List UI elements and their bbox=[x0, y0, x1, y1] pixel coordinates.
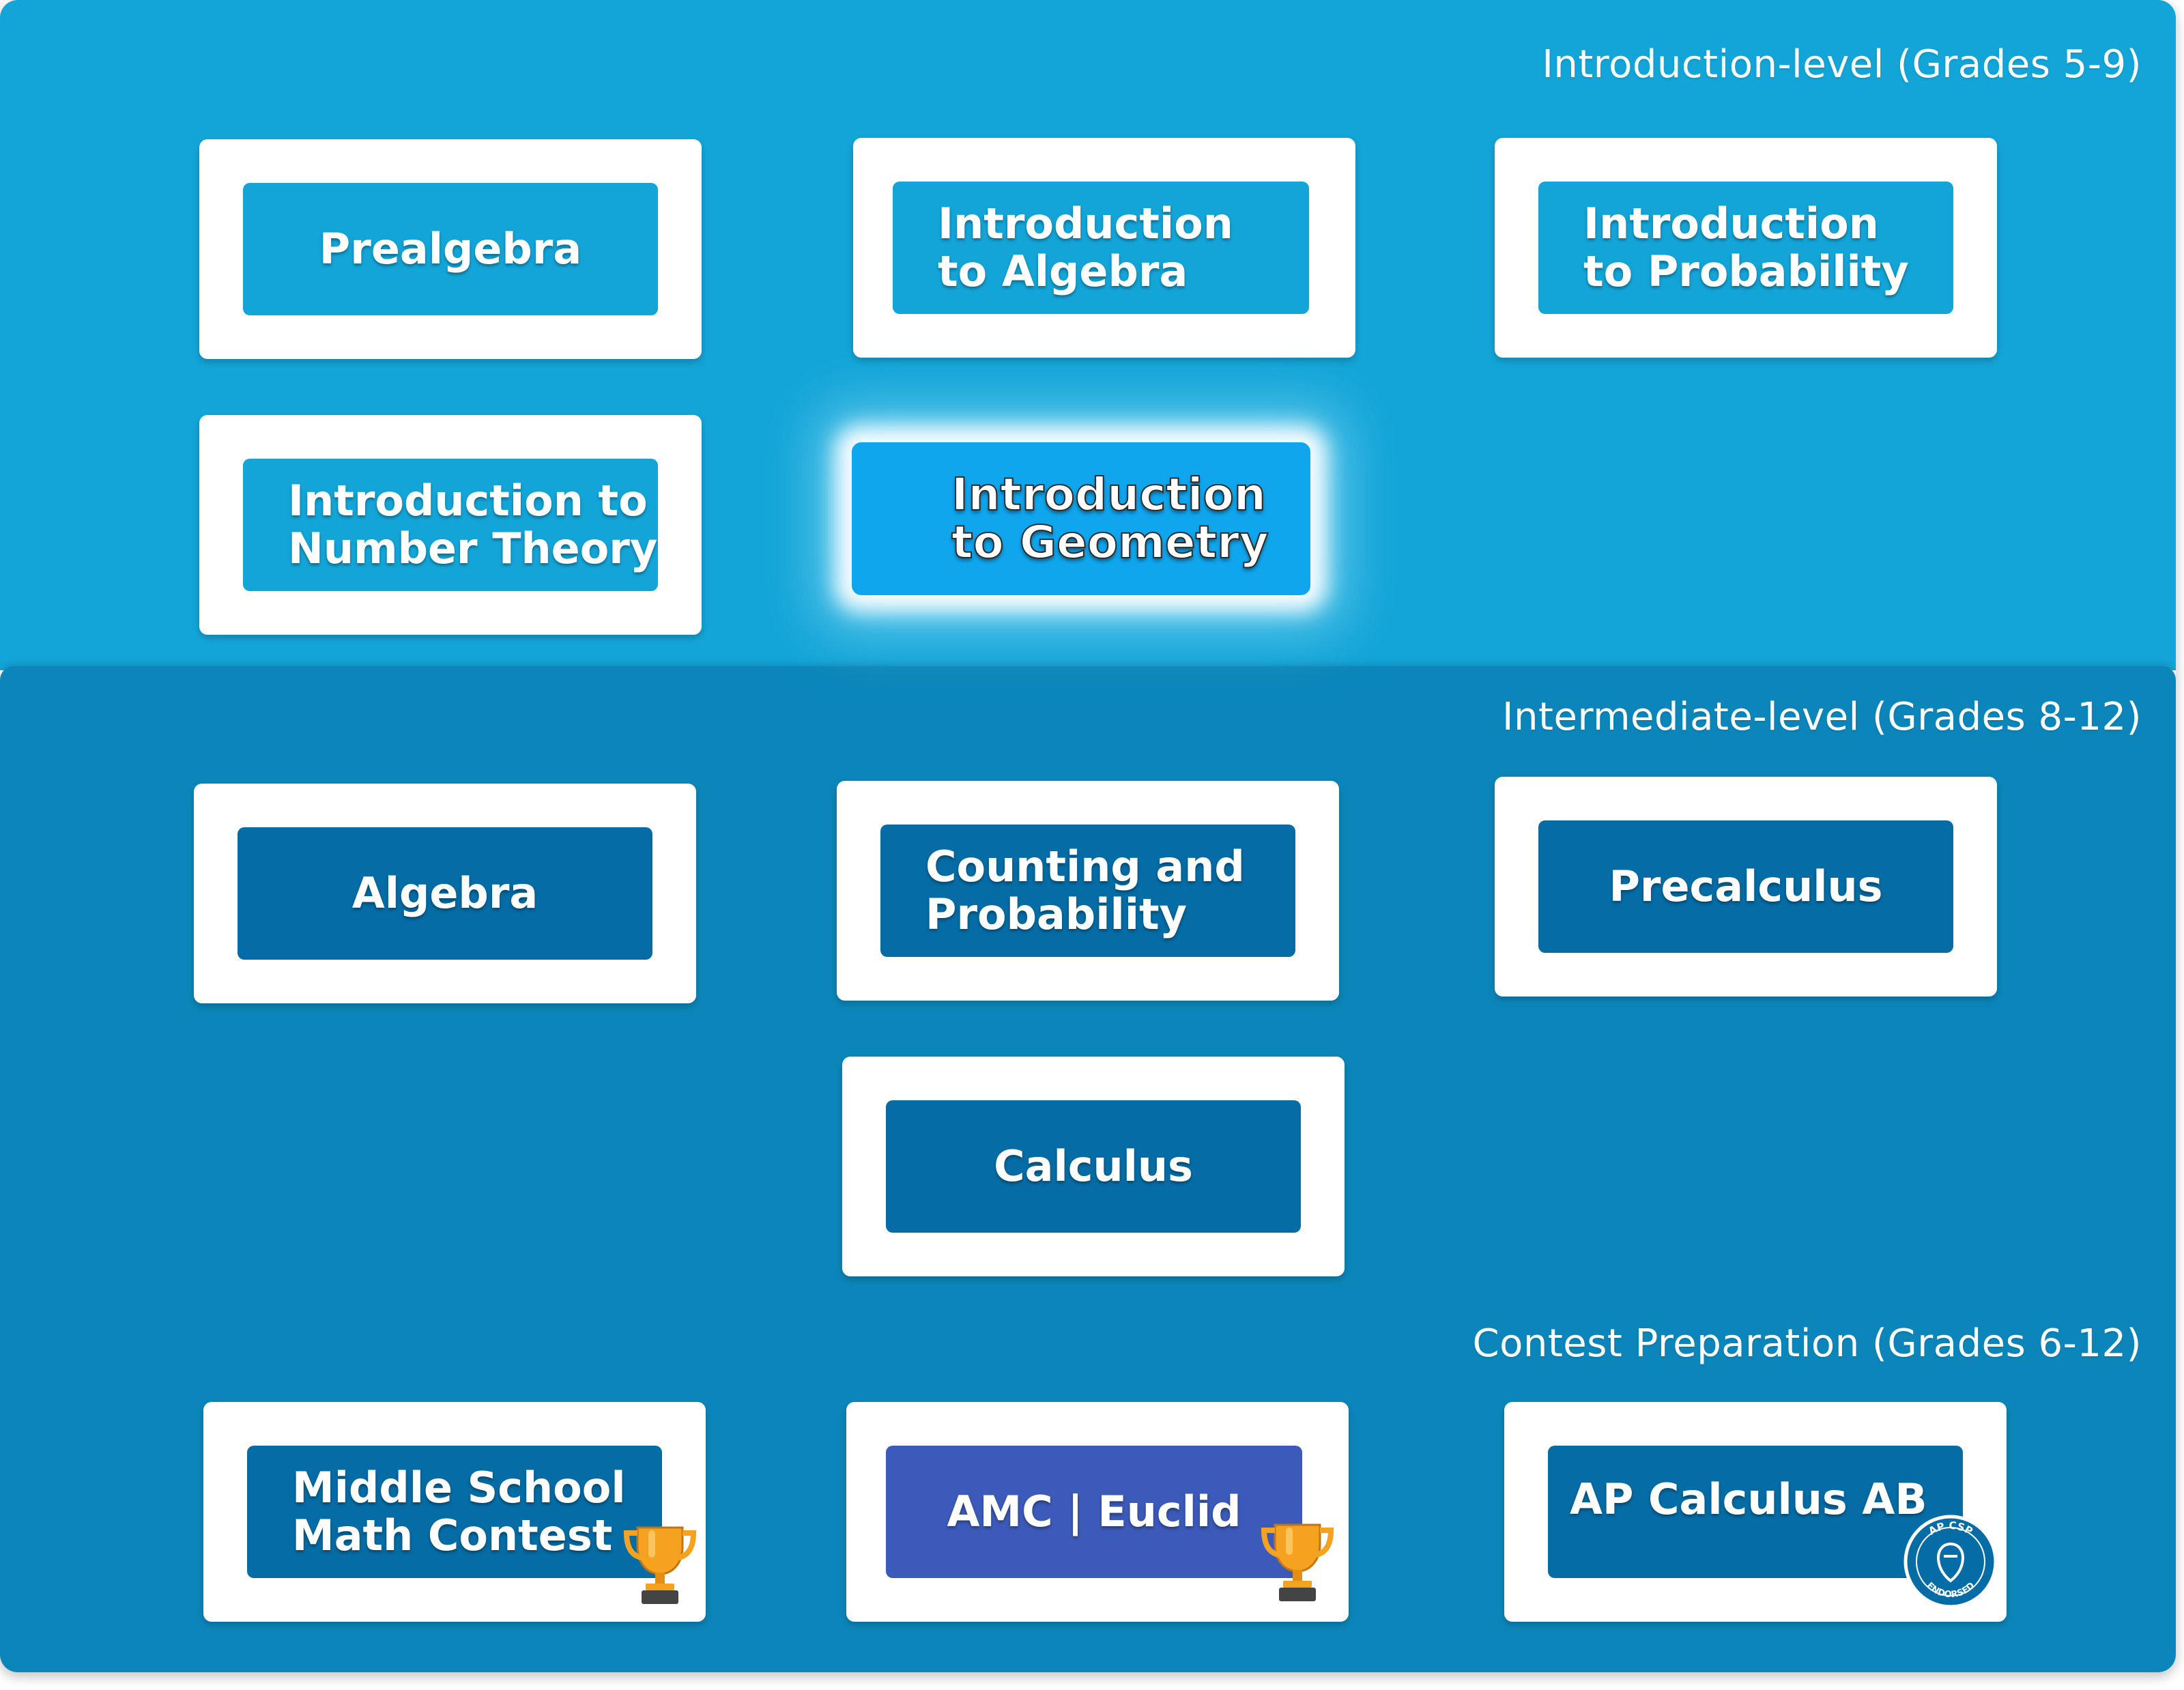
course-title: Algebra bbox=[351, 868, 538, 918]
course-card-calculus[interactable]: Calculus bbox=[842, 1057, 1345, 1276]
course-card-amc-euclid[interactable]: AMC | Euclid bbox=[846, 1402, 1349, 1622]
course-title: Calculus bbox=[994, 1141, 1193, 1191]
course-card-ap-calculus-ab[interactable]: AP Calculus AB bbox=[1504, 1402, 2007, 1622]
title-line-2: Probability bbox=[925, 889, 1188, 939]
course-button-prealgebra[interactable]: Prealgebra bbox=[243, 183, 658, 315]
course-button-precalculus[interactable]: Precalculus bbox=[1538, 820, 1953, 953]
title-line-2: Math Contest bbox=[292, 1510, 613, 1560]
course-button-ap-calculus-ab[interactable]: AP Calculus AB bbox=[1548, 1446, 1963, 1578]
course-button-amc-euclid[interactable]: AMC | Euclid bbox=[886, 1446, 1302, 1578]
trophy-icon bbox=[623, 1526, 697, 1604]
course-button-algebra[interactable]: Algebra bbox=[238, 827, 652, 960]
course-card-algebra[interactable]: Algebra bbox=[194, 784, 696, 1003]
title-line-1: Counting and bbox=[925, 842, 1245, 891]
course-card-precalculus[interactable]: Precalculus bbox=[1495, 777, 1997, 997]
title-line-1: Introduction to bbox=[288, 476, 648, 526]
course-title: Precalculus bbox=[1609, 861, 1883, 911]
intro-section-label: Introduction-level (Grades 5-9) bbox=[1542, 42, 2142, 87]
title-line-1: Middle School bbox=[292, 1463, 626, 1513]
title-line-2: Number Theory bbox=[288, 524, 658, 573]
ap-csp-endorsed-badge-icon: AP CSP ENDORSED bbox=[1903, 1515, 1998, 1609]
intermediate-section-label: Intermediate-level (Grades 8-12) bbox=[1502, 695, 2142, 739]
trophy-icon bbox=[1261, 1523, 1334, 1601]
course-button-calculus[interactable]: Calculus bbox=[886, 1100, 1301, 1233]
course-card-prealgebra[interactable]: Prealgebra bbox=[199, 139, 702, 359]
course-title: AMC | Euclid bbox=[947, 1487, 1241, 1536]
title-line-1: Introduction bbox=[951, 468, 1267, 521]
title-line-2: to Geometry bbox=[951, 516, 1269, 569]
title-line-2: to Algebra bbox=[938, 246, 1188, 296]
contest-section-label: Contest Preparation (Grades 6-12) bbox=[1472, 1321, 2142, 1366]
title-line-1: Introduction bbox=[938, 199, 1233, 248]
title-line-1: Introduction bbox=[1583, 199, 1879, 248]
course-title: AP Calculus AB bbox=[1570, 1474, 1927, 1524]
title-line-2: to Probability bbox=[1583, 246, 1909, 296]
course-title: Prealgebra bbox=[319, 224, 582, 274]
